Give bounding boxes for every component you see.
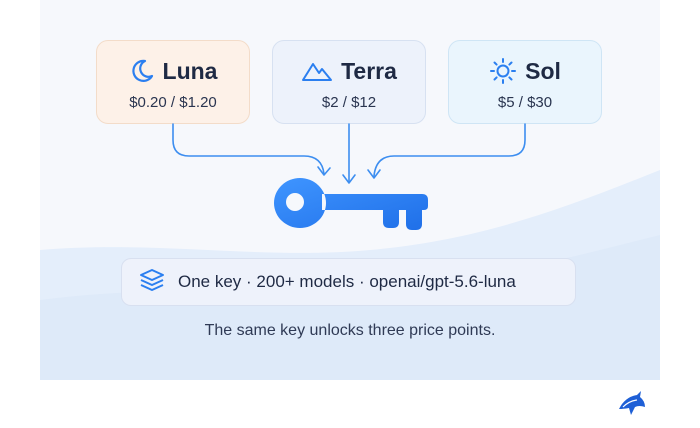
card-price-terra: $2 / $12: [321, 94, 377, 111]
card-sol: Sol $5 / $30: [448, 40, 602, 124]
pill-text: One key · 200+ models · openai/gpt-5.6-l…: [178, 272, 516, 291]
card-title-sol: Sol: [525, 57, 561, 84]
card-terra: Terra $2 / $12: [272, 40, 426, 124]
layers-icon: [138, 266, 166, 299]
sun-icon: [489, 57, 517, 85]
card-price-luna: $0.20 / $1.20: [129, 94, 217, 111]
caption: The same key unlocks three price points.: [204, 322, 496, 339]
info-pill: One key · 200+ models · openai/gpt-5.6-l…: [121, 258, 576, 306]
key-icon: [272, 172, 428, 239]
card-title-luna: Luna: [162, 57, 218, 84]
card-title-terra: Terra: [341, 57, 397, 84]
shark-logo: [615, 389, 647, 422]
mountain-icon: [301, 59, 333, 83]
moon-icon: [129, 58, 155, 84]
card-price-sol: $5 / $30: [497, 94, 553, 111]
card-luna: Luna $0.20 / $1.20: [96, 40, 250, 124]
